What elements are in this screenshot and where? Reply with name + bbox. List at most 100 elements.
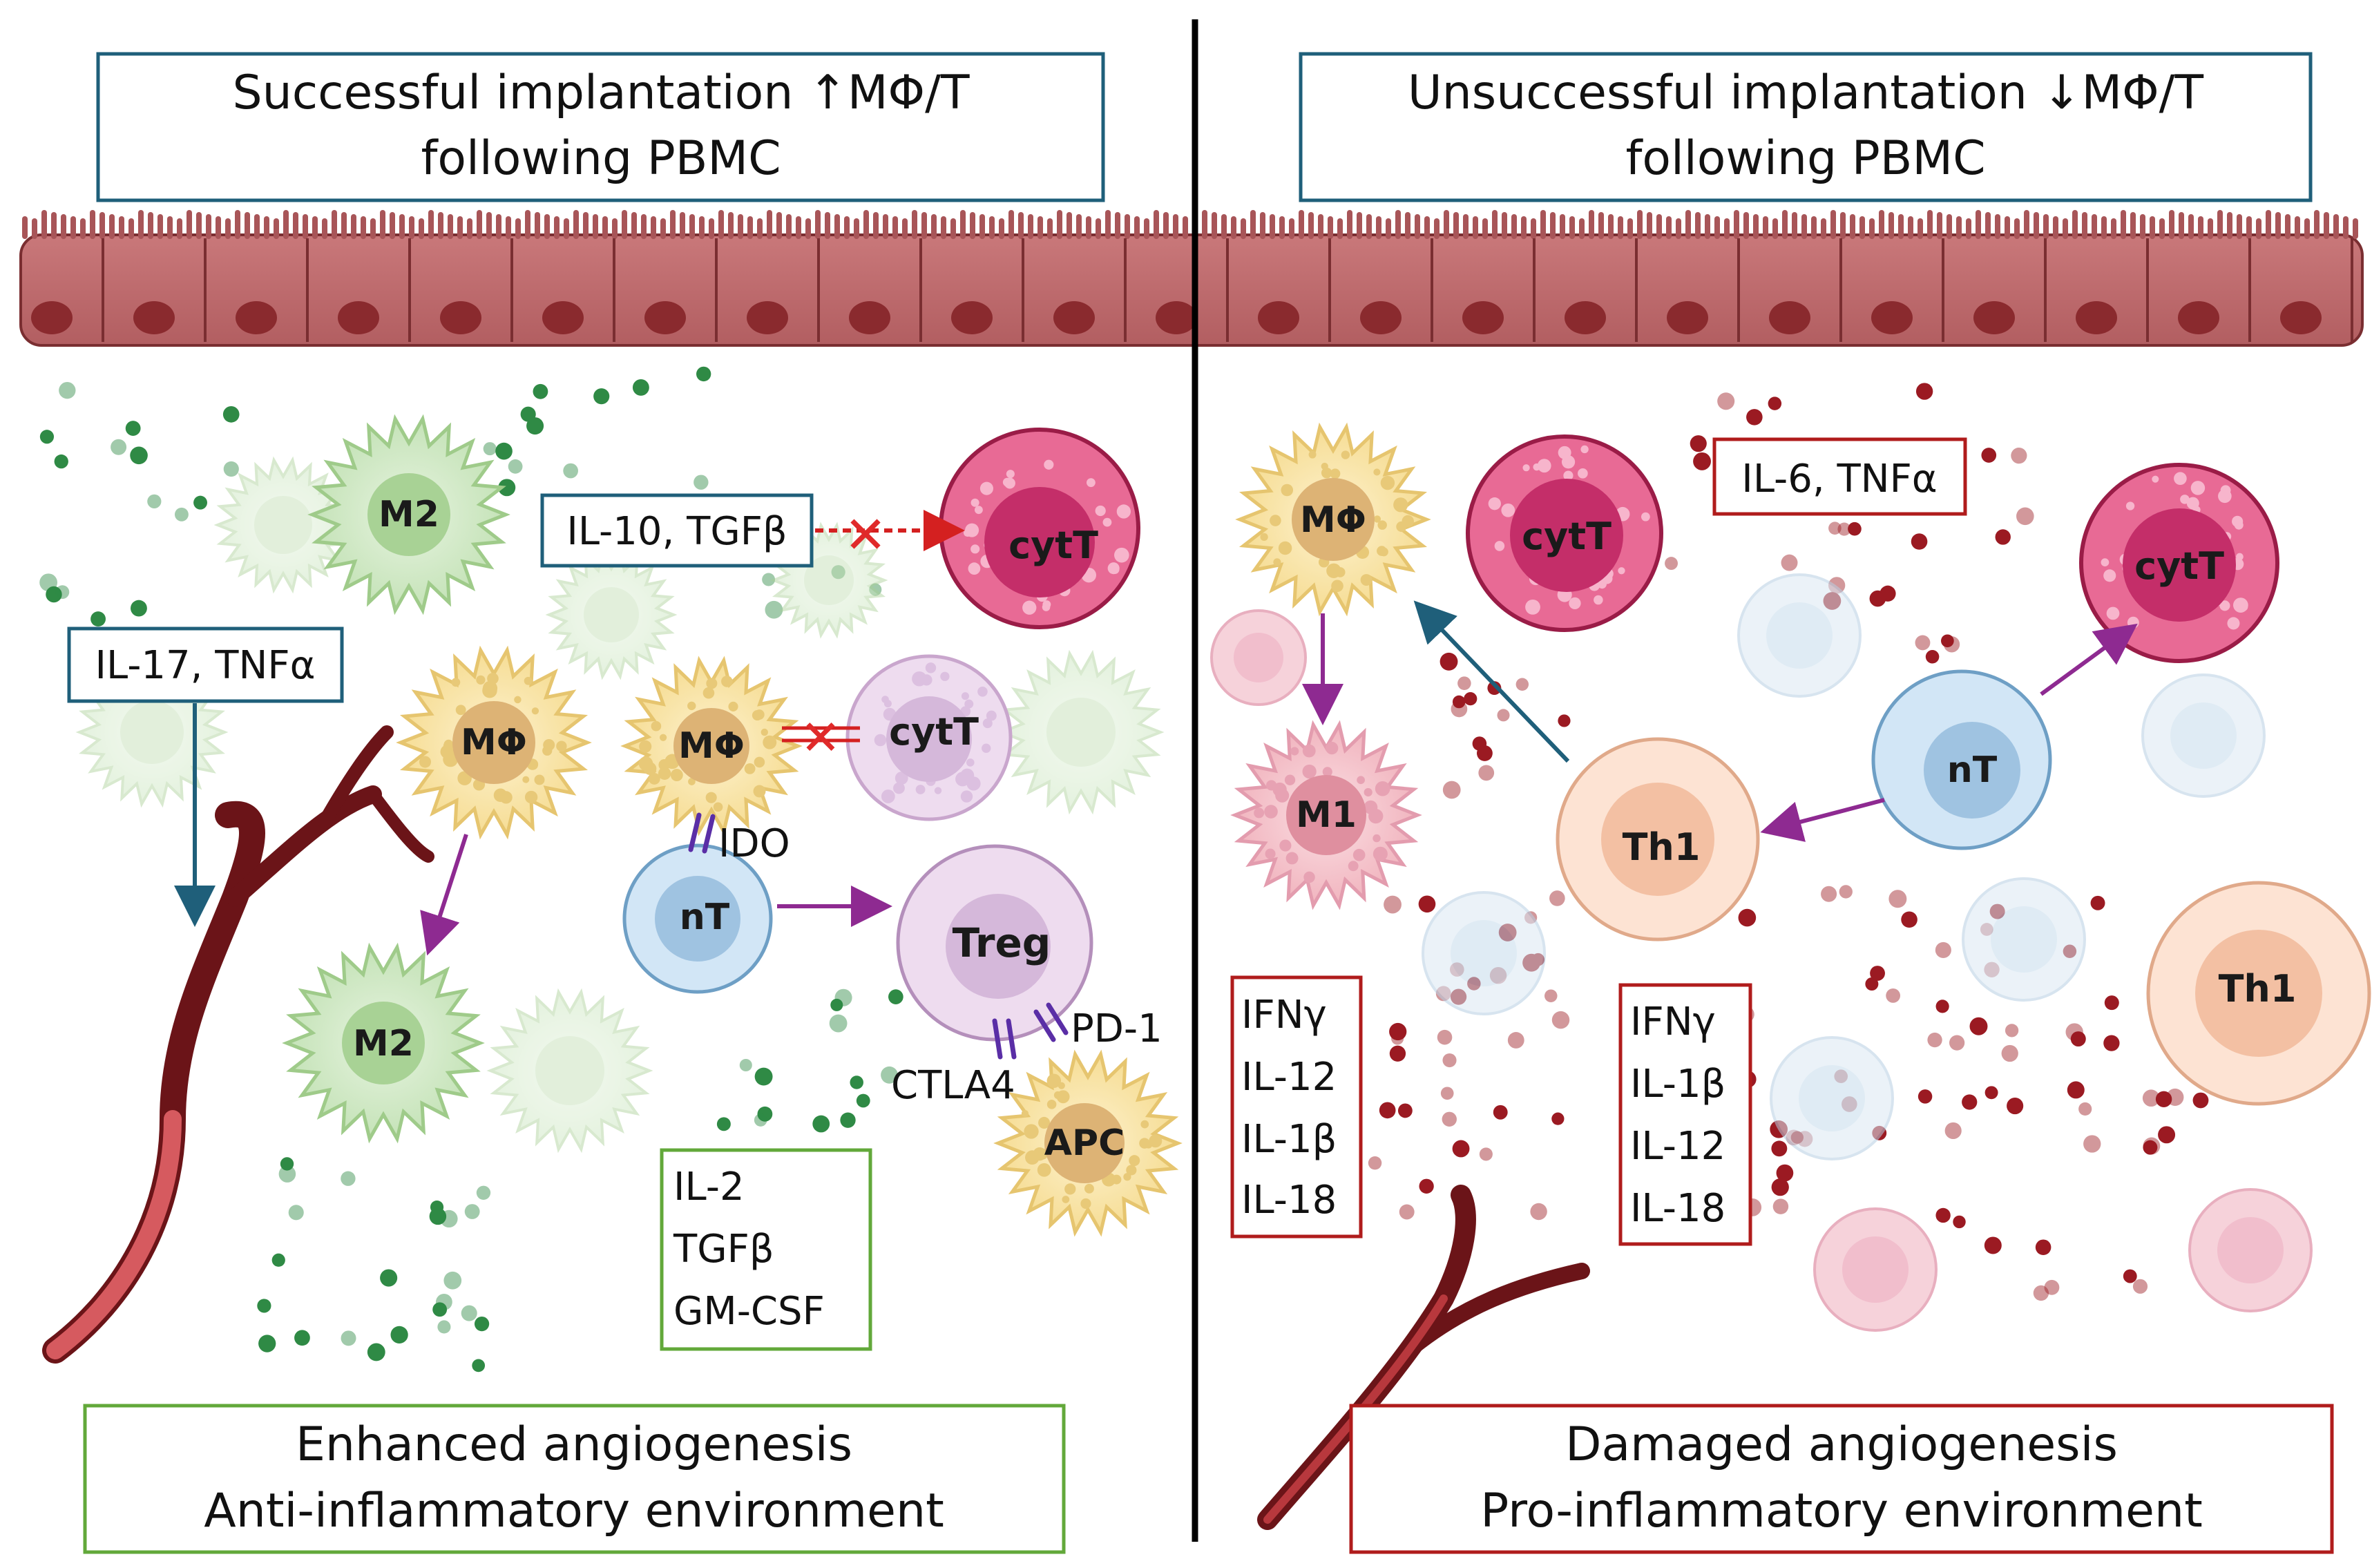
- cytoplasm-speck: [1058, 1082, 1065, 1089]
- cytoplasm-speck: [1341, 450, 1350, 459]
- cytoplasm-speck: [893, 782, 905, 794]
- mphi-label: MΦ: [461, 722, 527, 763]
- cytoplasm-speck: [648, 773, 660, 785]
- cytoplasm-speck: [670, 769, 683, 781]
- cytoplasm-speck: [1302, 764, 1317, 779]
- cytotoxic-t-cell-center: cytT: [845, 654, 1013, 821]
- epithelial-nucleus: [1053, 301, 1095, 334]
- cytoplasm-speck: [1264, 805, 1278, 819]
- cytokine-dot: [1419, 1178, 1434, 1194]
- cytoplasm-speck: [915, 785, 926, 794]
- right-title-line2: following PBMC: [1625, 131, 1985, 186]
- cytokine-dot: [2011, 448, 2027, 464]
- cytoplasm-speck: [1326, 563, 1341, 578]
- mphi-label: MΦ: [1300, 499, 1366, 541]
- cytoplasm-speck: [1488, 497, 1501, 510]
- cytoplasm-speck: [955, 772, 970, 787]
- cytoplasm-speck: [970, 544, 980, 554]
- cytoplasm-speck: [543, 738, 555, 752]
- il18-label: IL-18: [1241, 1178, 1337, 1223]
- epithelial-nucleus: [542, 301, 584, 334]
- cytokine-dot: [271, 1253, 285, 1267]
- cytoplasm-speck: [1006, 470, 1015, 479]
- cytoplasm-speck: [687, 701, 696, 711]
- cytokine-dot: [1487, 681, 1502, 696]
- left-outcome-box: Enhanced angiogenesis Anti-inflammatory …: [83, 1404, 1066, 1554]
- cytokine-dot: [2033, 1285, 2049, 1301]
- right-title-line1: Unsuccessful implantation ↓MΦ/T: [1408, 66, 2204, 120]
- cytokine-dot: [483, 442, 497, 456]
- cytoplasm-speck: [1086, 478, 1096, 488]
- cytokine-dot: [1442, 781, 1461, 799]
- cytoplasm-speck: [476, 675, 486, 685]
- cytoplasm-speck: [1037, 1163, 1051, 1177]
- cytokine-dot: [1549, 890, 1565, 906]
- cytoplasm-speck: [651, 720, 662, 732]
- cytokine-dot: [563, 463, 578, 479]
- cytoplasm-speck: [455, 705, 466, 716]
- naive-t-cell-left: nT: [622, 843, 773, 994]
- cytokine-dot: [739, 1058, 752, 1072]
- epithelium-layer: [19, 210, 2364, 347]
- cytoplasm-speck: [2239, 602, 2248, 611]
- cytoplasm-speck: [688, 778, 696, 785]
- cytokine-dot: [757, 1106, 773, 1122]
- cytokine-dot: [1941, 634, 1954, 648]
- cytoplasm-speck: [1380, 475, 1395, 490]
- cytoplasm-speck: [1331, 580, 1343, 593]
- epithelial-nucleus: [2280, 301, 2322, 334]
- cytoplasm-speck: [974, 506, 983, 515]
- cytokine-dot: [476, 1185, 491, 1200]
- macrophage-right: MΦ: [1235, 422, 1431, 617]
- cytoplasm-speck: [1364, 787, 1372, 797]
- faded-macrophage: [545, 549, 678, 680]
- cytoplasm-speck: [979, 481, 993, 495]
- cytoplasm-speck: [1364, 800, 1378, 814]
- cytokine-dot: [90, 611, 106, 627]
- blocked-interaction-mark: [782, 726, 860, 743]
- cytokine-dot: [147, 494, 162, 508]
- mphi-label: MΦ: [678, 725, 745, 767]
- cytokine-dot: [1865, 977, 1879, 991]
- cytoplasm-speck: [531, 707, 539, 715]
- il12-label: IL-12: [1241, 1055, 1337, 1100]
- cytoplasm-speck: [451, 678, 461, 687]
- il6-label: IL-6, TNFα: [1741, 457, 1937, 501]
- cytokine-dot: [1476, 745, 1493, 761]
- cytoplasm-speck: [1021, 1109, 1029, 1118]
- macrophage-left: MΦ: [396, 645, 592, 840]
- cytoplasm-speck: [2232, 515, 2244, 527]
- epithelial-nucleus: [644, 301, 686, 334]
- cytoplasm-speck: [419, 756, 432, 768]
- cytokine-dot: [1368, 1156, 1382, 1170]
- m1-macrophage: M1: [1230, 720, 1422, 910]
- cytoplasm-speck: [1024, 1124, 1039, 1139]
- cytoplasm-speck: [1279, 839, 1292, 852]
- cytokine-dot: [2078, 1102, 2092, 1116]
- cytoplasm-speck: [1116, 504, 1131, 519]
- cytoplasm-speck: [961, 692, 969, 700]
- left-title-box: Successful implantation ↑MΦ/T following …: [96, 52, 1105, 202]
- m1-label: M1: [1296, 794, 1357, 836]
- right-outcome-box: Damaged angiogenesis Pro-inflammatory en…: [1349, 1404, 2334, 1554]
- cytoplasm-speck: [2174, 472, 2187, 486]
- cytokine-dot: [341, 1330, 356, 1346]
- cytoplasm-speck: [1254, 807, 1265, 819]
- cytoplasm-speck: [881, 790, 895, 803]
- cytokine-dot: [881, 1066, 898, 1084]
- cytoplasm-speck: [1114, 547, 1129, 563]
- cytoplasm-speck: [1278, 541, 1292, 555]
- cytokine-dot: [1984, 1236, 2002, 1254]
- il1b-label: IL-1β: [1241, 1117, 1337, 1162]
- cytoplasm-speck: [934, 787, 942, 794]
- cytokine-dot: [1944, 1122, 1962, 1140]
- il1b-label: IL-1β: [1630, 1062, 1725, 1107]
- epithelial-nucleus: [849, 301, 890, 334]
- right-title-box: Unsuccessful implantation ↓MΦ/T followin…: [1299, 52, 2313, 202]
- cytokine-dot: [1442, 1111, 1457, 1127]
- cytokine-dot: [1911, 533, 1928, 550]
- cytoplasm-speck: [1618, 567, 1625, 575]
- cytokine-dot: [1418, 895, 1436, 913]
- left-outcome-line2: Anti-inflammatory environment: [204, 1484, 944, 1538]
